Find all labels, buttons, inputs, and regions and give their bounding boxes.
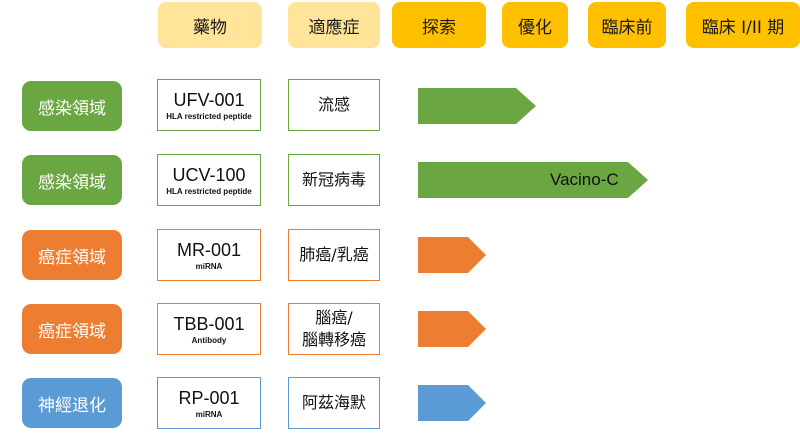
drug-cell: MR-001 miRNA bbox=[157, 229, 261, 281]
category-infection: 感染領域 bbox=[22, 81, 122, 131]
drug-name: UFV-001 bbox=[173, 89, 245, 110]
indication-cell: 肺癌/乳癌 bbox=[288, 229, 380, 281]
header-indication: 適應症 bbox=[288, 2, 380, 48]
drug-name: UCV-100 bbox=[172, 164, 246, 185]
progress-arrow bbox=[418, 311, 486, 347]
drug-cell: UFV-001 HLA restricted peptide bbox=[157, 79, 261, 131]
drug-name: TBB-001 bbox=[173, 313, 245, 334]
drug-name: MR-001 bbox=[176, 239, 242, 260]
category-neuro: 神經退化 bbox=[22, 378, 122, 428]
drug-type: Antibody bbox=[191, 335, 227, 345]
header-stage-optimize: 優化 bbox=[502, 2, 568, 48]
drug-cell: RP-001 miRNA bbox=[157, 377, 261, 429]
header-stage-explore: 探索 bbox=[392, 2, 486, 48]
drug-type: HLA restricted peptide bbox=[166, 111, 252, 121]
drug-name: RP-001 bbox=[178, 387, 240, 408]
drug-type: miRNA bbox=[195, 409, 223, 419]
indication-cell: 新冠病毒 bbox=[288, 154, 380, 206]
drug-cell: UCV-100 HLA restricted peptide bbox=[157, 154, 261, 206]
category-cancer: 癌症領域 bbox=[22, 230, 122, 280]
indication-cell: 腦癌/ 腦轉移癌 bbox=[288, 303, 380, 355]
indication-cell: 流感 bbox=[288, 79, 380, 131]
drug-cell: TBB-001 Antibody bbox=[157, 303, 261, 355]
header-stage-clinical: 臨床 I/II 期 bbox=[686, 2, 800, 48]
header-drug: 藥物 bbox=[158, 2, 262, 48]
header-stage-preclinical: 臨床前 bbox=[588, 2, 666, 48]
progress-arrow: Vacino-C bbox=[418, 162, 648, 198]
category-cancer: 癌症領域 bbox=[22, 304, 122, 354]
category-infection: 感染領域 bbox=[22, 155, 122, 205]
indication-cell: 阿茲海默 bbox=[288, 377, 380, 429]
progress-arrow bbox=[418, 385, 486, 421]
drug-type: HLA restricted peptide bbox=[166, 186, 252, 196]
progress-arrow bbox=[418, 88, 536, 124]
progress-arrow bbox=[418, 237, 486, 273]
drug-type: miRNA bbox=[195, 261, 223, 271]
program-label: Vacino-C bbox=[550, 170, 619, 189]
